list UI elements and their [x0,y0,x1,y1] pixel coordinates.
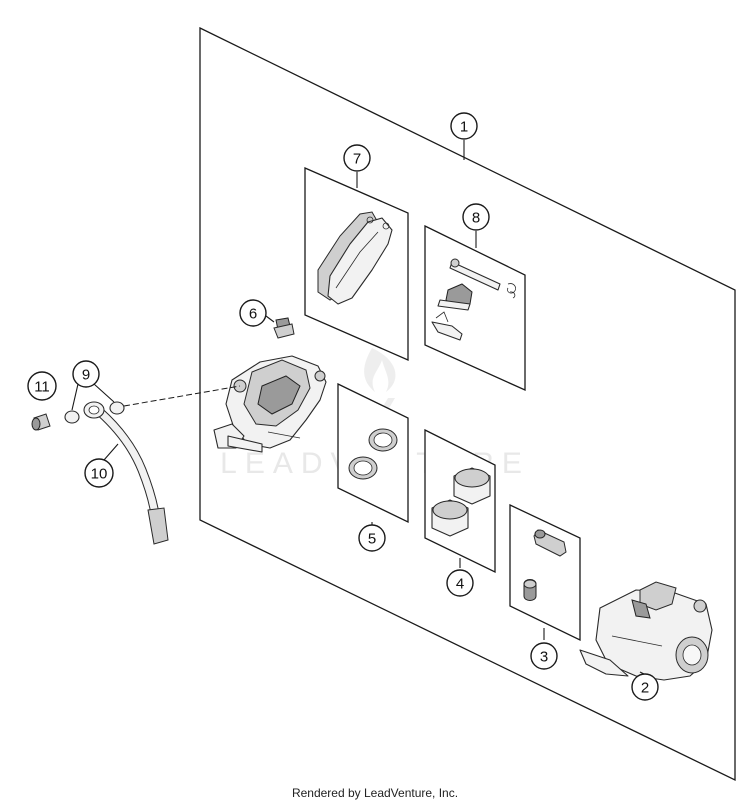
brake-caliper [213,355,327,453]
callout-number: 1 [460,119,468,136]
pistons [431,467,491,537]
hardware-kit-parts [431,258,516,341]
brake-pad-set [317,211,393,305]
panel-pistons [424,428,496,574]
callout-number: 8 [472,210,480,227]
callout-number: 9 [82,367,90,384]
callout-6: 6 [239,299,267,327]
panel-seal-kit [337,382,409,524]
callout-11: 11 [27,371,57,401]
washer-left [64,410,80,424]
callout-number: 10 [91,466,108,483]
leader-6 [265,315,275,323]
callout-5: 5 [358,524,386,552]
callout-2: 2 [631,673,659,701]
callout-10: 10 [84,458,114,488]
callout-7: 7 [343,144,371,172]
assembly-line [123,385,241,407]
callout-9: 9 [72,360,100,388]
bleeder-valve [273,317,295,339]
banjo-bolt [31,413,51,431]
washer-right [109,401,125,415]
callout-8: 8 [462,203,490,231]
brake-hose [83,401,169,545]
leader-9 [71,383,115,411]
leader-10 [103,443,119,461]
callout-number: 7 [353,151,361,168]
callout-number: 11 [34,379,50,396]
callout-3: 3 [530,642,558,670]
callout-number: 4 [456,576,464,593]
callout-1: 1 [450,112,478,140]
slide-pins [523,529,567,601]
callout-number: 3 [540,649,548,666]
caliper-carrier [579,581,713,681]
callout-number: 5 [368,531,376,548]
panel-slide-pins [509,503,581,642]
callout-4: 4 [446,569,474,597]
seal-rings [348,428,398,480]
callout-number: 2 [641,680,649,697]
callout-number: 6 [249,306,257,323]
footer-credit: Rendered by LeadVenture, Inc. [291,786,459,800]
